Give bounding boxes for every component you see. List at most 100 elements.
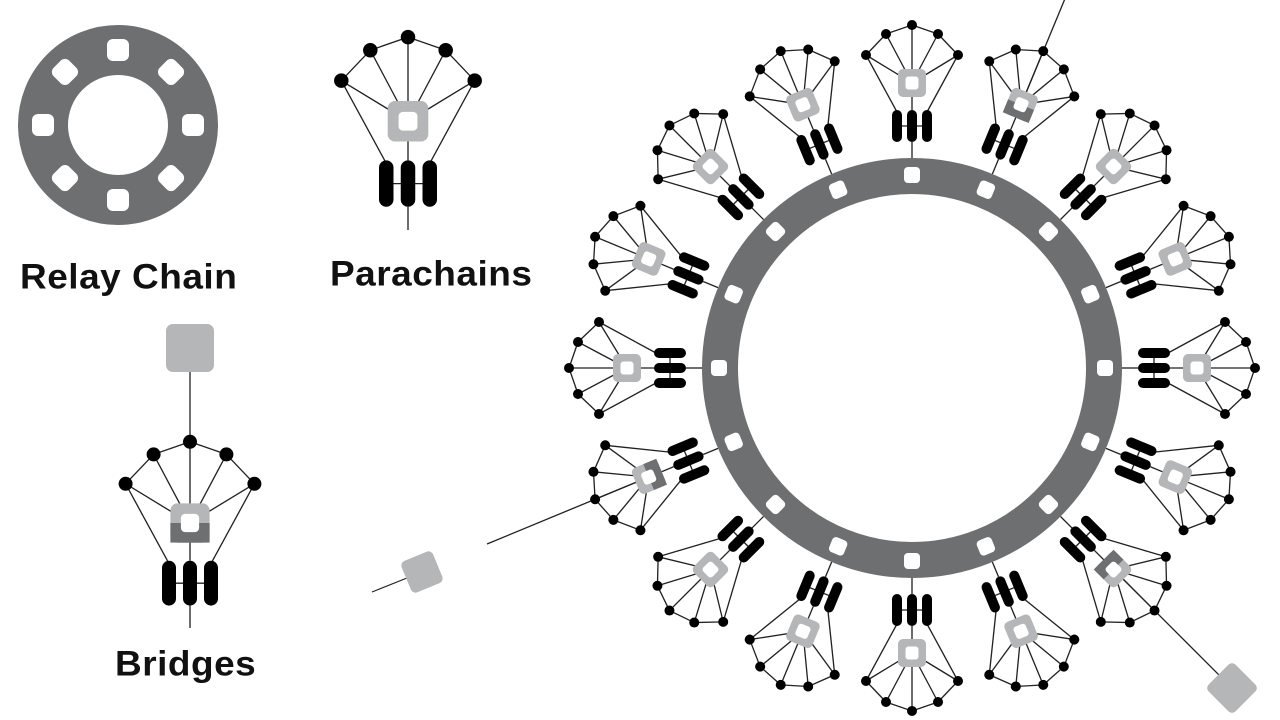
validator-node (1069, 91, 1080, 102)
validator-node (600, 285, 611, 296)
relay-connection-line (1105, 280, 1122, 289)
validator-node (183, 434, 197, 449)
collator-bar (1009, 134, 1028, 166)
parachain (744, 44, 843, 175)
validator-node (1095, 109, 1106, 120)
connector-line (1081, 113, 1102, 177)
collator-bar (995, 576, 1014, 607)
validator-node (652, 580, 663, 591)
validator-node (635, 200, 646, 211)
validator-node (573, 389, 583, 399)
validator-node (1250, 363, 1260, 373)
external-bridge-block (1207, 663, 1257, 713)
connector-line (592, 263, 606, 291)
collator-bar (654, 363, 686, 373)
bridge-icon (118, 324, 262, 628)
connector-line (926, 623, 959, 682)
relay-slot (904, 553, 920, 569)
validator-node (1241, 337, 1251, 347)
validator-node (590, 494, 601, 505)
connector-line (827, 61, 836, 126)
relay-slot (828, 537, 848, 556)
bridge-block-half (651, 459, 666, 487)
collator-bar (738, 173, 765, 200)
validator-node (933, 697, 943, 707)
relay-connection-line (991, 158, 1000, 175)
parachain (981, 561, 1080, 692)
bridge-block-half (170, 532, 210, 543)
collator-bar (922, 594, 932, 626)
relay-slot (765, 221, 786, 242)
collator-bar (183, 560, 197, 606)
validator-node (755, 661, 766, 672)
collator-bar (1138, 378, 1170, 388)
collator-bar (1080, 194, 1107, 221)
relay-slot (51, 58, 79, 86)
collator-bar (1120, 266, 1151, 285)
validator-node (1213, 440, 1224, 451)
connector-line (749, 95, 801, 138)
collator-bar (922, 110, 932, 142)
collator-bar (892, 594, 902, 626)
connector-line (1154, 444, 1219, 453)
collator-bar (824, 123, 843, 154)
relay-chain-label: Relay Chain (20, 257, 238, 296)
bridged-parachain (118, 434, 262, 628)
collator-bar (667, 280, 698, 299)
relay-slot (157, 58, 185, 86)
validator-node (1010, 681, 1021, 692)
validator-node (588, 259, 599, 270)
relay-slot (1081, 432, 1100, 452)
validator-node (146, 447, 161, 462)
connector-line (807, 48, 835, 62)
parachain-block-hole (1013, 623, 1029, 639)
validator-node (608, 211, 619, 222)
connector-line (340, 80, 387, 164)
validator-node (1124, 617, 1135, 628)
parachain-block-hole (1105, 561, 1122, 578)
collator-bar (673, 451, 704, 470)
relay-connection-line (824, 158, 833, 175)
validator-node (400, 29, 416, 45)
validator-node (775, 46, 786, 57)
collator-bar (717, 515, 744, 542)
connector-line (1167, 382, 1226, 415)
connector-line (827, 610, 836, 675)
parachain-block-hole (702, 158, 719, 175)
validator-node (118, 476, 133, 491)
relay-chain-icon (18, 25, 218, 225)
validator-node (984, 56, 995, 67)
validator-node (1149, 605, 1160, 616)
validator-node (755, 64, 766, 75)
validator-node (907, 20, 917, 30)
connector-line (1023, 95, 1075, 138)
collator-bar (654, 348, 686, 358)
validator-node (653, 551, 664, 562)
collator-bar (379, 160, 394, 207)
validator-node (1225, 466, 1236, 477)
bridged-parachain (981, 0, 1122, 175)
bridge-block (166, 324, 214, 372)
collator-bar (892, 110, 902, 142)
relay-connection-line (824, 561, 833, 578)
collator-bar (1138, 348, 1170, 358)
parachain-block-hole (641, 251, 657, 267)
parachain-block-hole (641, 469, 657, 485)
validator-node (608, 514, 619, 525)
validator-node (829, 56, 840, 67)
collator-bar (1114, 465, 1146, 484)
validator-node (803, 44, 814, 55)
validator-node (334, 73, 349, 88)
collator-bar (204, 560, 218, 606)
connector-line (639, 479, 682, 531)
relay-slot (51, 164, 79, 192)
validator-node (247, 476, 262, 491)
bridges-label: Bridges (115, 644, 257, 683)
validator-node (600, 440, 611, 451)
connector-line (865, 54, 898, 113)
validator-node (718, 616, 729, 627)
collator-bar (1138, 363, 1170, 373)
connector-line (605, 283, 670, 292)
relay-slot (724, 432, 743, 452)
